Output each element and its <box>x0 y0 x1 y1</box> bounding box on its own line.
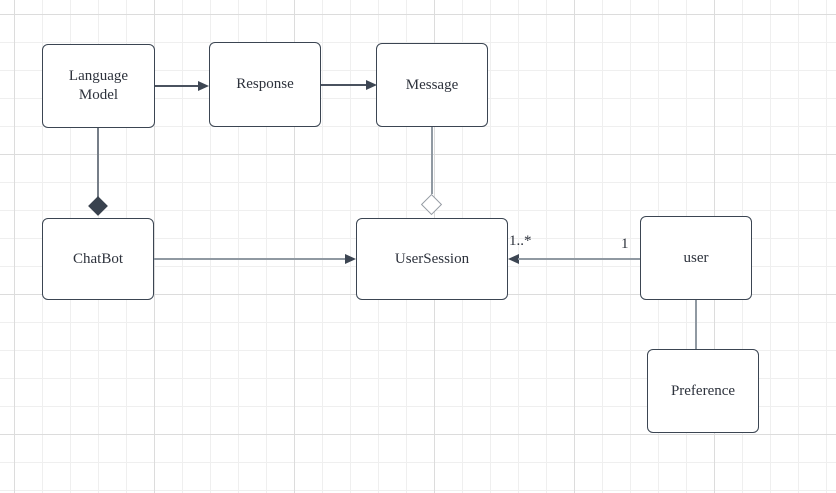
edge-message-usersession-line[interactable] <box>431 127 433 194</box>
node-usersession-label: UserSession <box>394 250 470 267</box>
node-user[interactable]: user <box>640 216 752 300</box>
node-user-label: user <box>683 249 709 266</box>
edge-user-preference-line[interactable] <box>695 300 697 349</box>
node-message[interactable]: Message <box>376 43 488 127</box>
node-usersession[interactable]: UserSession <box>356 218 508 300</box>
node-preference[interactable]: Preference <box>647 349 759 433</box>
node-response-label: Response <box>236 76 294 93</box>
node-chatbot-label: ChatBot <box>72 250 123 267</box>
edge-response-message-arrowhead-icon[interactable] <box>366 80 377 90</box>
edge-languagemodel-response-arrowhead-icon[interactable] <box>198 81 209 91</box>
edge-user-usersession-line[interactable] <box>518 258 640 260</box>
node-language-model[interactable]: Language Model <box>42 44 155 128</box>
multiplicity-label-target: 1..* <box>509 233 532 249</box>
node-message-label: Message <box>405 76 459 93</box>
node-chatbot[interactable]: ChatBot <box>42 218 154 300</box>
edge-response-message-line[interactable] <box>321 84 366 86</box>
node-language-model-label: Language Model <box>68 68 129 103</box>
node-response[interactable]: Response <box>209 42 321 127</box>
edge-chatbot-usersession-arrowhead-icon[interactable] <box>345 254 356 264</box>
node-preference-label: Preference <box>670 382 736 399</box>
multiplicity-label-source: 1 <box>621 236 629 252</box>
edge-user-usersession-arrowhead-icon[interactable] <box>508 254 519 264</box>
aggregation-diamond-icon[interactable] <box>420 193 443 216</box>
edge-languagemodel-response-line[interactable] <box>155 85 199 87</box>
edge-chatbot-usersession-line[interactable] <box>154 258 346 260</box>
edge-languagemodel-chatbot-line[interactable] <box>97 128 99 198</box>
composition-diamond-icon[interactable] <box>88 196 108 216</box>
